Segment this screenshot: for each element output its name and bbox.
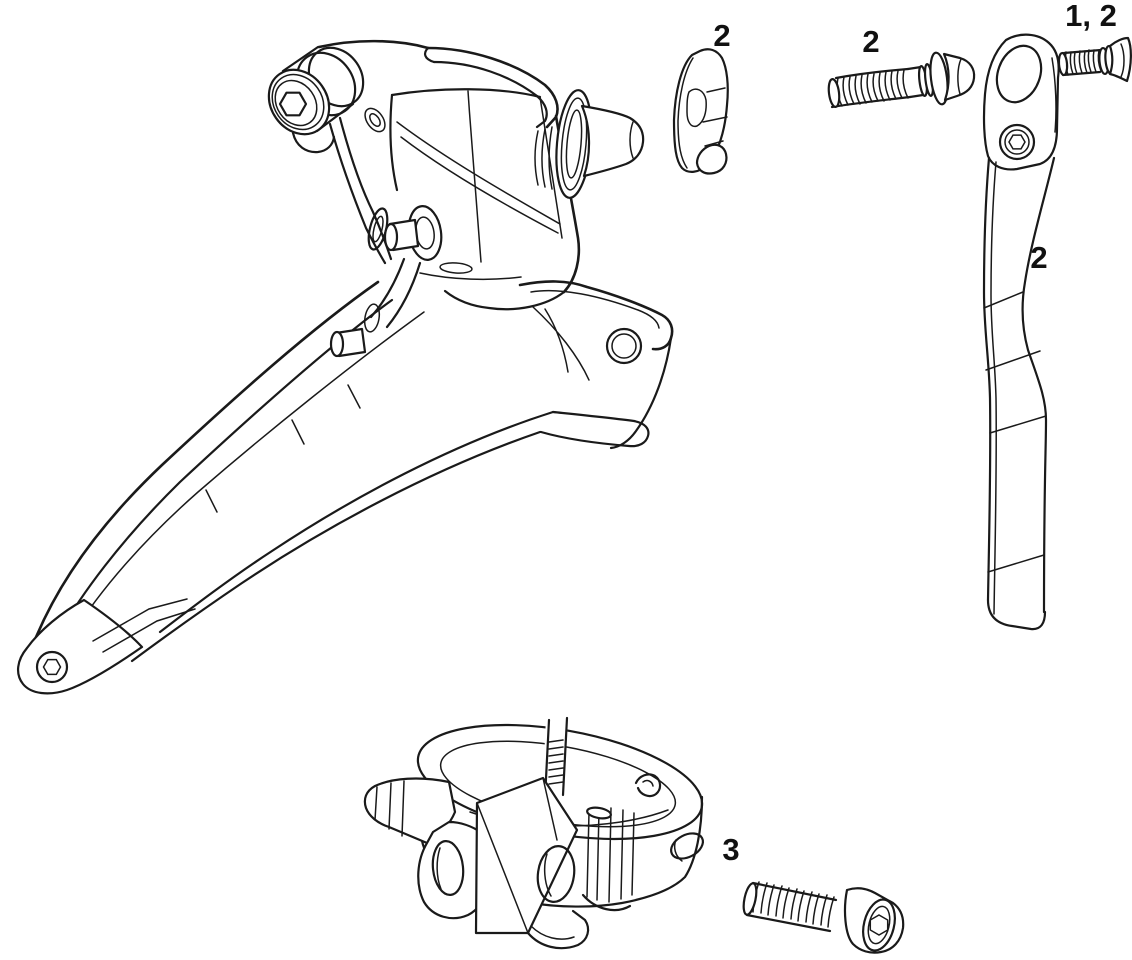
clamp-illustration bbox=[363, 716, 704, 950]
clamp-bolt-illustration bbox=[742, 881, 905, 954]
part-label-shim: 2 bbox=[713, 18, 730, 53]
spotter-eyelet-hole bbox=[995, 44, 1043, 104]
part-label-clamp: 3 bbox=[722, 832, 739, 867]
spotter-bolt-illustration bbox=[827, 51, 976, 109]
braze-on-shim-illustration bbox=[672, 48, 729, 175]
cage-tip-bolt-icon bbox=[35, 650, 69, 684]
countersunk-bolt-illustration bbox=[1057, 36, 1132, 83]
part-label-spotter-bolt: 2 bbox=[862, 24, 879, 59]
part-label-chain-spotter: 2 bbox=[1030, 240, 1047, 275]
chain-spotter-illustration bbox=[982, 33, 1060, 631]
barrel-hex-socket-icon bbox=[278, 91, 308, 117]
clamp-bolt-hex-socket-icon bbox=[869, 914, 889, 936]
front-derailleur-illustration bbox=[17, 39, 674, 695]
part-label-countersunk-bolt: 1, 2 bbox=[1065, 0, 1117, 33]
